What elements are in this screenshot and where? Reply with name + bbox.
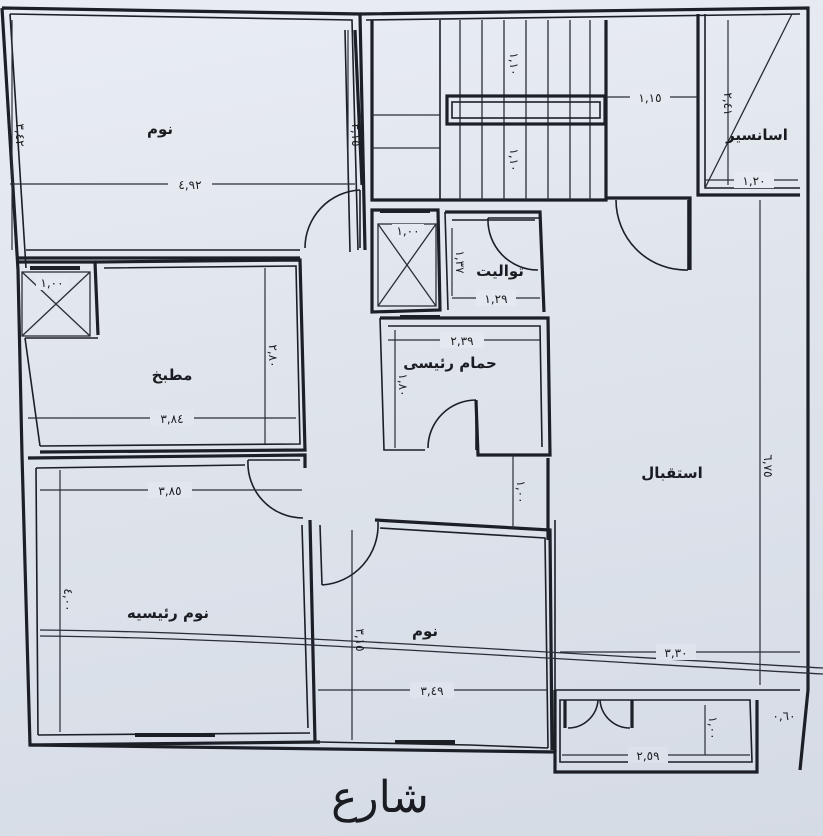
street-label: شارع bbox=[331, 772, 429, 823]
dim-bath-height: ١,٨٠ bbox=[396, 373, 410, 396]
dim-bedroom-bottom-height: ٣,١٥ bbox=[353, 628, 367, 651]
dim-elevator-height: ٢,٤١ bbox=[721, 92, 735, 115]
dim-elevator-width: ١,٢٠ bbox=[742, 174, 765, 188]
window-bath bbox=[400, 315, 440, 319]
balcony bbox=[559, 699, 753, 763]
door-bedroom-bottom bbox=[319, 521, 379, 586]
door-bath bbox=[427, 399, 477, 450]
kitchen bbox=[18, 258, 307, 454]
door-toilet bbox=[487, 217, 540, 271]
staircase bbox=[370, 20, 608, 202]
dim-stair-top: ١,١٠ bbox=[507, 52, 521, 75]
room-label-bedroom-bottom: نوم bbox=[412, 622, 438, 640]
room-label-reception: استقبال bbox=[641, 464, 703, 482]
dim-toilet-height: ١,٣٧ bbox=[453, 250, 467, 274]
window-shaft bbox=[380, 209, 430, 213]
dim-shaft-left: ١,٠٠ bbox=[40, 276, 63, 290]
dim-balcony-width: ٢,٥٩ bbox=[636, 749, 659, 763]
door-master bbox=[247, 459, 304, 519]
road-lines bbox=[39, 629, 823, 675]
doors bbox=[247, 189, 689, 729]
door-bedroom-top bbox=[304, 189, 361, 249]
room-label-bedroom-top: نوم bbox=[147, 120, 173, 138]
dim-corridor: ١,٠٠ bbox=[514, 480, 528, 503]
dimension-labels-vertical: ٣,٤٢ ٣,١٥ ٢,٨٠ ٤,٠٠ ٣,١٥ ١,٨٠ ١,٣٧ ١,٠٠ … bbox=[13, 52, 775, 739]
door-entrance bbox=[615, 199, 689, 271]
dim-bedroom-bottom-width: ٣,٤٩ bbox=[420, 684, 443, 698]
window-kitchen bbox=[30, 266, 80, 270]
master-bedroom bbox=[27, 453, 317, 743]
dim-kitchen-width: ٣,٨٤ bbox=[160, 412, 183, 426]
dim-balcony-depth: ١,٠٠ bbox=[706, 716, 720, 739]
dim-bedroom-top-right-height: ٣,١٥ bbox=[349, 123, 363, 146]
room-label-kitchen: مطبخ bbox=[152, 366, 193, 384]
windows bbox=[30, 209, 455, 744]
dim-master-height: ٤,٠٠ bbox=[61, 588, 75, 611]
dim-reception-height: ٦,٧٥ bbox=[761, 454, 775, 477]
dim-toilet-width: ١,٢٩ bbox=[484, 292, 507, 306]
reception bbox=[546, 458, 800, 752]
bedroom-top bbox=[18, 29, 364, 260]
elevator bbox=[606, 13, 800, 270]
dim-stair-right: ١,١٥ bbox=[638, 91, 661, 105]
room-label-main-bath: حمام رئيسى bbox=[403, 354, 497, 372]
outer-walls bbox=[0, 6, 810, 774]
dimension-labels: ٤,٩٢ ٣,٨٤ ٣,٨٥ ٣,٤٩ ٢,٣٩ ١,٢٩ ١,١٥ ١,٢٠ … bbox=[36, 89, 796, 763]
dim-bedroom-top-left-height: ٣,٤٢ bbox=[13, 123, 27, 146]
dim-bedroom-top-width: ٤,٩٢ bbox=[178, 178, 201, 192]
dim-shaft-mid: ١,٠٠ bbox=[396, 224, 419, 238]
room-label-elevator: اسانسير bbox=[725, 126, 788, 144]
dim-reception-width: ٣,٣٠ bbox=[664, 646, 687, 660]
dim-stair-bottom: ١,١٠ bbox=[507, 148, 521, 171]
window-bedroom bbox=[395, 740, 455, 744]
dim-balcony-side: ٠,٦٠ bbox=[772, 709, 795, 723]
dim-bath-width: ٢,٣٩ bbox=[450, 334, 473, 348]
door-balcony bbox=[567, 699, 631, 729]
room-label-master-bedroom: نوم رئيسيه bbox=[127, 604, 209, 622]
bedroom-bottom bbox=[374, 518, 554, 751]
dim-kitchen-height: ٢,٨٠ bbox=[266, 344, 280, 367]
dim-master-width: ٣,٨٥ bbox=[158, 484, 181, 498]
window-master bbox=[135, 733, 215, 737]
room-label-toilet: تواليت bbox=[476, 262, 524, 280]
